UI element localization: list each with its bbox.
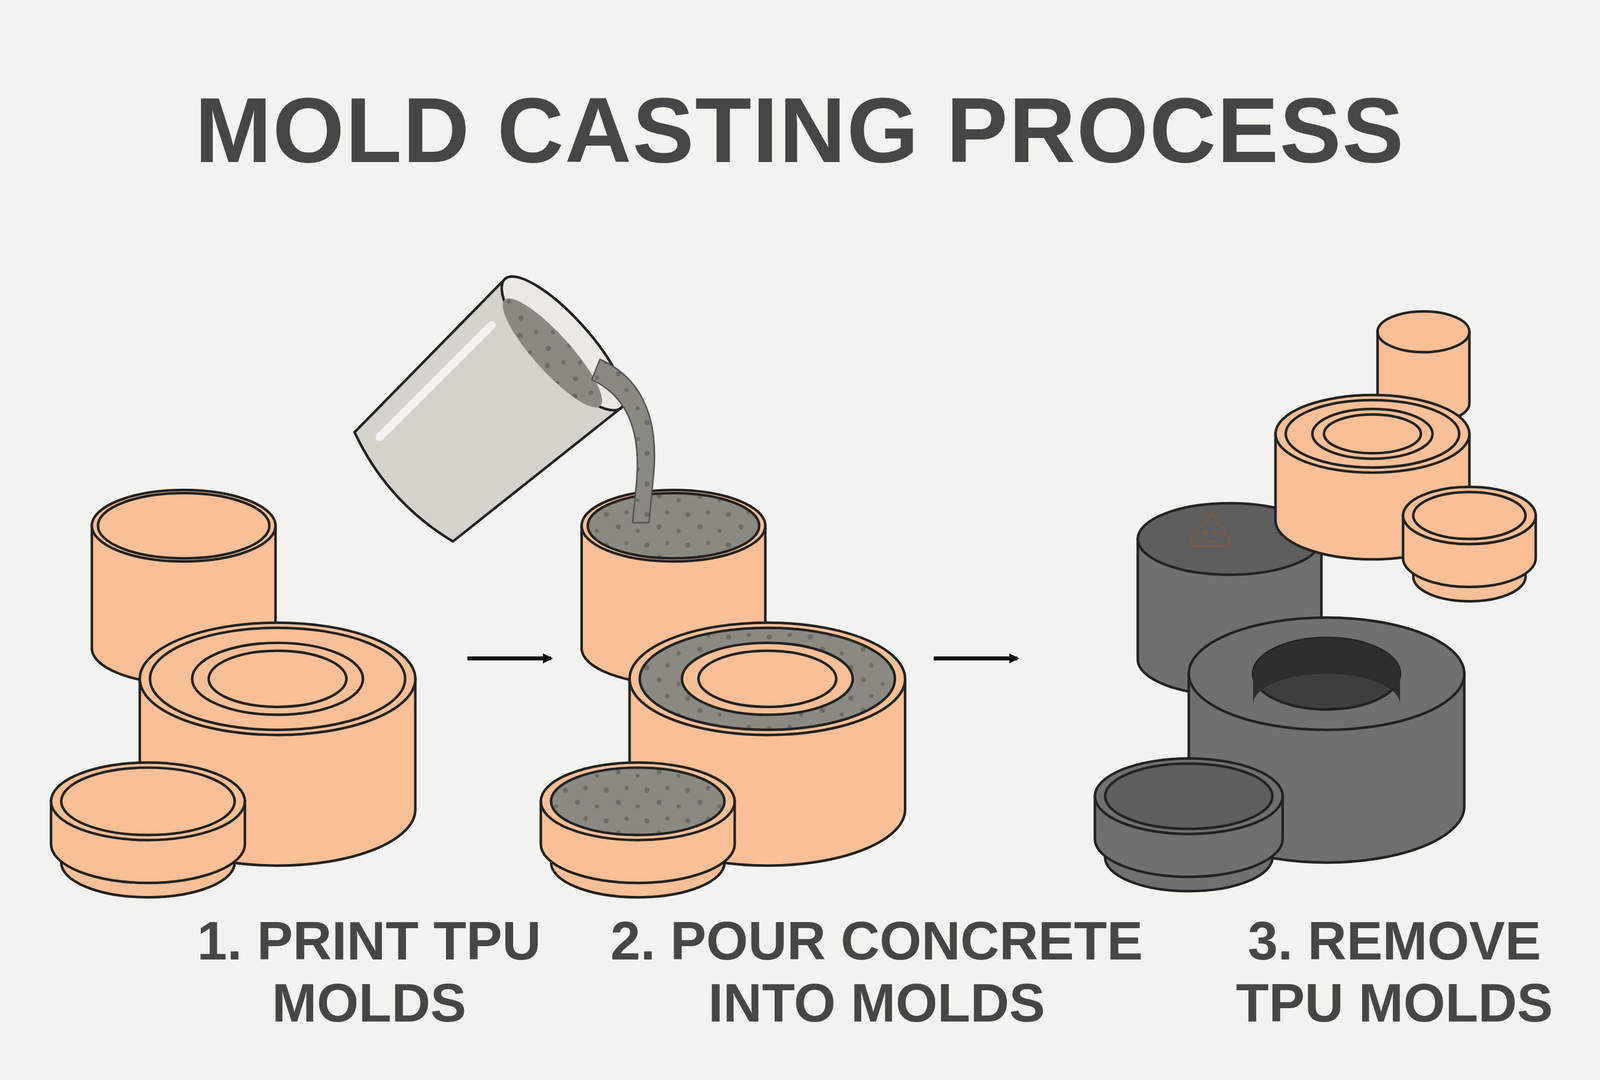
ring-mold-top — [1275, 394, 1470, 473]
dish-mold-top — [540, 762, 735, 840]
step-arrow — [933, 656, 1018, 661]
step-label: 3. REMOVE TPU MOLDS — [1207, 909, 1582, 1035]
dish-mold-cavity — [551, 767, 725, 835]
removed-cylinder-mold-top — [1377, 311, 1470, 353]
pitcher-shine — [374, 325, 498, 437]
dish-mold-cavity — [61, 767, 235, 835]
cylinder-mold-top — [581, 489, 766, 561]
ring-mold-cavity — [150, 627, 406, 730]
ring-mold-core — [681, 642, 853, 715]
concrete-stream — [591, 359, 655, 523]
ring-mold-cavity — [639, 627, 896, 730]
dish-mold-top — [1403, 486, 1536, 544]
concrete-ring-hole-shade — [1252, 637, 1401, 704]
concrete-ring-hole — [1252, 637, 1401, 710]
ring-mold-top — [139, 622, 416, 735]
ring-mold-core-top — [1324, 414, 1422, 454]
ring-mold-cavity — [1285, 399, 1460, 468]
dish-mold-top — [51, 762, 246, 840]
pitcher-rim — [485, 260, 641, 426]
poop-mouth — [1203, 538, 1218, 542]
poop-eye — [1213, 530, 1218, 535]
poop-outline — [1190, 513, 1230, 546]
step-label: 1. PRINT TPU MOLDS — [181, 909, 557, 1035]
dish-mold-cavity — [1413, 491, 1526, 539]
dish-mold-cavity — [1105, 763, 1273, 829]
ring-mold-core — [192, 642, 363, 715]
cylinder-mold-inner — [587, 492, 759, 558]
ring-mold-core — [1312, 409, 1433, 459]
cylinder-mold-inner — [97, 492, 270, 558]
poop-eye — [1203, 530, 1207, 535]
step-label: 2. POUR CONCRETE INTO MOLDS — [543, 909, 1210, 1035]
measuring-pitcher — [337, 260, 641, 559]
cylinder-mold-top — [91, 489, 276, 561]
ring-mold-top — [629, 622, 905, 735]
title: MOLD CASTING PROCESS — [194, 76, 1405, 184]
dish-mold-top — [1095, 758, 1283, 834]
concrete-ring-top — [1188, 617, 1465, 730]
ring-mold-core-top — [698, 650, 837, 707]
pitcher-concrete — [491, 287, 615, 419]
ring-mold-core-top — [208, 650, 347, 707]
step-arrow — [467, 656, 552, 661]
poop-icon — [1190, 513, 1230, 546]
